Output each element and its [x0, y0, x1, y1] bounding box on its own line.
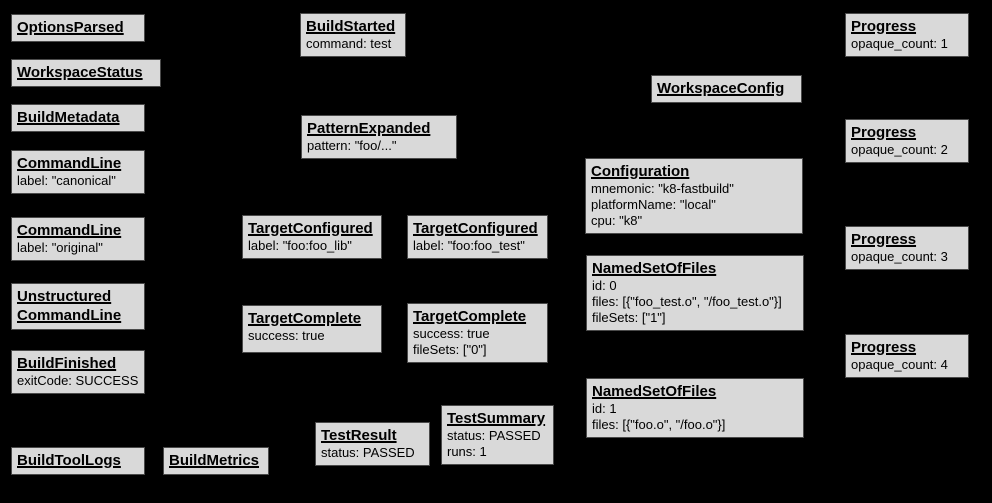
- node-build-finished: BuildFinished exitCode: SUCCESS: [11, 350, 145, 394]
- node-field: success: true: [248, 328, 325, 343]
- node-title: CommandLine: [17, 222, 122, 239]
- node-test-summary: TestSummary status: PASSED runs: 1: [441, 405, 554, 465]
- node-field: files: [{"foo.o", "/foo.o"}]: [592, 417, 726, 432]
- node-build-started: BuildStarted command: test: [300, 13, 406, 57]
- node-title: TargetComplete: [413, 308, 527, 325]
- node-title: BuildMetrics: [169, 452, 260, 469]
- node-title: WorkspaceConfig: [657, 80, 785, 97]
- node-field: label: "original": [17, 240, 103, 255]
- node-target-complete-foo-test: TargetComplete success: true fileSets: […: [407, 303, 548, 363]
- node-named-set-of-files-1: NamedSetOfFiles id: 1 files: [{"foo.o", …: [586, 378, 804, 438]
- node-workspace-config: WorkspaceConfig: [651, 75, 802, 103]
- node-field: mnemonic: "k8-fastbuild": [591, 181, 734, 196]
- node-field: status: PASSED: [321, 445, 415, 460]
- node-progress-1: Progress opaque_count: 1: [845, 13, 969, 57]
- node-title: BuildToolLogs: [17, 452, 121, 469]
- node-title: Progress: [851, 231, 917, 248]
- node-title: TargetComplete: [248, 310, 362, 327]
- node-title: Unstructured CommandLine: [17, 288, 122, 324]
- node-command-line-canonical: CommandLine label: "canonical": [11, 150, 145, 194]
- node-field: files: [{"foo_test.o", "/foo_test.o"}]: [592, 294, 782, 309]
- node-field: label: "foo:foo_test": [413, 238, 525, 253]
- node-command-line-original: CommandLine label: "original": [11, 217, 145, 261]
- node-options-parsed: OptionsParsed: [11, 14, 145, 42]
- node-title: CommandLine: [17, 155, 122, 172]
- node-build-tool-logs: BuildToolLogs: [11, 447, 145, 475]
- node-title: OptionsParsed: [17, 19, 124, 36]
- node-build-metadata: BuildMetadata: [11, 104, 145, 132]
- node-title: BuildStarted: [306, 18, 396, 35]
- node-field: opaque_count: 1: [851, 36, 948, 51]
- node-title: Configuration: [591, 163, 690, 180]
- node-progress-2: Progress opaque_count: 2: [845, 119, 969, 163]
- node-field: label: "foo:foo_lib": [248, 238, 352, 253]
- node-title: BuildFinished: [17, 355, 117, 372]
- node-field: id: 0: [592, 278, 617, 293]
- node-title: TestResult: [321, 427, 397, 444]
- node-title: PatternExpanded: [307, 120, 431, 137]
- node-field: success: true: [413, 326, 490, 341]
- node-field: fileSets: ["1"]: [592, 310, 666, 325]
- node-title: Progress: [851, 18, 917, 35]
- node-field: command: test: [306, 36, 392, 51]
- node-title: NamedSetOfFiles: [592, 383, 717, 400]
- node-field: opaque_count: 4: [851, 357, 948, 372]
- node-test-result: TestResult status: PASSED: [315, 422, 430, 466]
- node-title: NamedSetOfFiles: [592, 260, 717, 277]
- node-field: label: "canonical": [17, 173, 116, 188]
- node-progress-4: Progress opaque_count: 4: [845, 334, 969, 378]
- node-title: Progress: [851, 124, 917, 141]
- node-field: opaque_count: 2: [851, 142, 948, 157]
- node-target-complete-foo-lib: TargetComplete success: true: [242, 305, 382, 353]
- node-field: status: PASSED: [447, 428, 541, 443]
- node-field: pattern: "foo/...": [307, 138, 397, 153]
- node-configuration: Configuration mnemonic: "k8-fastbuild" p…: [585, 158, 803, 234]
- node-workspace-status: WorkspaceStatus: [11, 59, 161, 87]
- node-target-configured-foo-test: TargetConfigured label: "foo:foo_test": [407, 215, 548, 259]
- node-pattern-expanded: PatternExpanded pattern: "foo/...": [301, 115, 457, 159]
- node-field: platformName: "local": [591, 197, 716, 212]
- node-title: TargetConfigured: [413, 220, 538, 237]
- node-title: TargetConfigured: [248, 220, 373, 237]
- node-target-configured-foo-lib: TargetConfigured label: "foo:foo_lib": [242, 215, 382, 259]
- node-field: runs: 1: [447, 444, 487, 459]
- node-build-metrics: BuildMetrics: [163, 447, 269, 475]
- node-progress-3: Progress opaque_count: 3: [845, 226, 969, 270]
- node-field: cpu: "k8": [591, 213, 643, 228]
- node-unstructured-command-line: Unstructured CommandLine: [11, 283, 145, 330]
- node-title: TestSummary: [447, 410, 546, 427]
- node-title: Progress: [851, 339, 917, 356]
- node-title: BuildMetadata: [17, 109, 120, 126]
- node-field: fileSets: ["0"]: [413, 342, 487, 357]
- node-field: exitCode: SUCCESS: [17, 373, 139, 388]
- node-named-set-of-files-0: NamedSetOfFiles id: 0 files: [{"foo_test…: [586, 255, 804, 331]
- node-field: opaque_count: 3: [851, 249, 948, 264]
- node-title: WorkspaceStatus: [17, 64, 143, 81]
- node-field: id: 1: [592, 401, 617, 416]
